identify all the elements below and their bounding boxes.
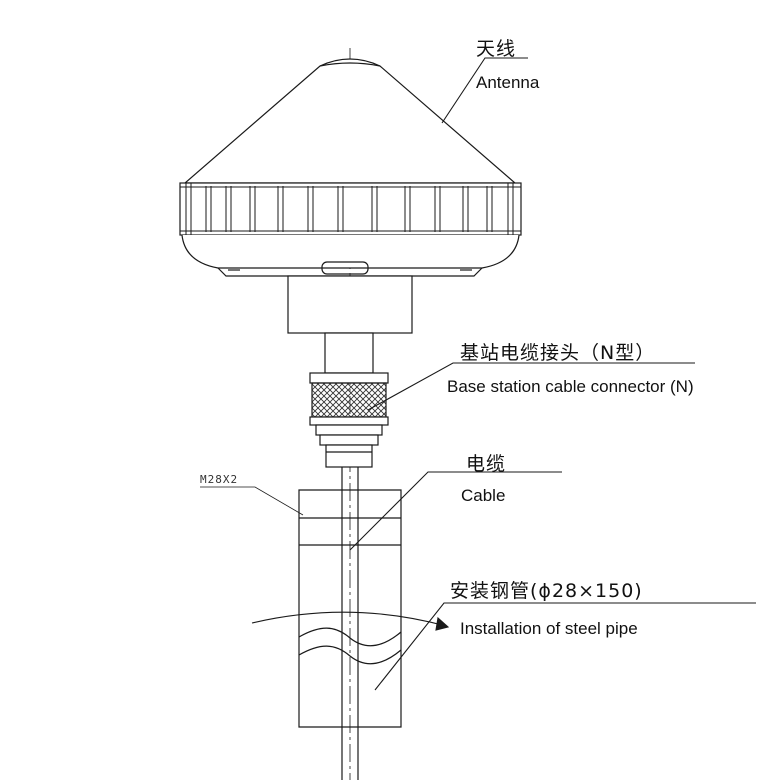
antenna-base <box>181 234 520 277</box>
antenna-ribbed-ring <box>179 182 522 236</box>
cable-label-cn: 电缆 <box>466 453 507 475</box>
cable-label-en: Cable <box>461 486 506 505</box>
cable <box>341 467 359 780</box>
n-type-connector <box>309 372 389 468</box>
antenna-cone <box>183 58 517 184</box>
cable-leader-line <box>349 471 562 551</box>
steel-pipe <box>298 489 402 728</box>
pipe-arc-leader <box>251 611 447 627</box>
antenna-label-en: Antenna <box>476 73 540 92</box>
pipe-arc-arrowhead <box>435 616 450 631</box>
connector-label-en: Base station cable connector (N) <box>447 377 694 396</box>
thread-spec-label: M28X2 <box>200 473 239 486</box>
mounting-block <box>287 275 413 334</box>
connector-leader-line <box>367 362 695 411</box>
thread-spec-leader <box>200 486 304 516</box>
connector-stem <box>324 332 374 374</box>
pipe-label-en: Installation of steel pipe <box>460 619 638 638</box>
pipe-label-cn: 安装钢管(ϕ28×150) <box>450 580 643 602</box>
pipe-leader-line <box>374 602 756 691</box>
antenna-label-cn: 天线 <box>476 38 517 60</box>
antenna-leader-line <box>441 57 528 124</box>
connector-label-cn: 基站电缆接头（N型） <box>460 342 656 364</box>
